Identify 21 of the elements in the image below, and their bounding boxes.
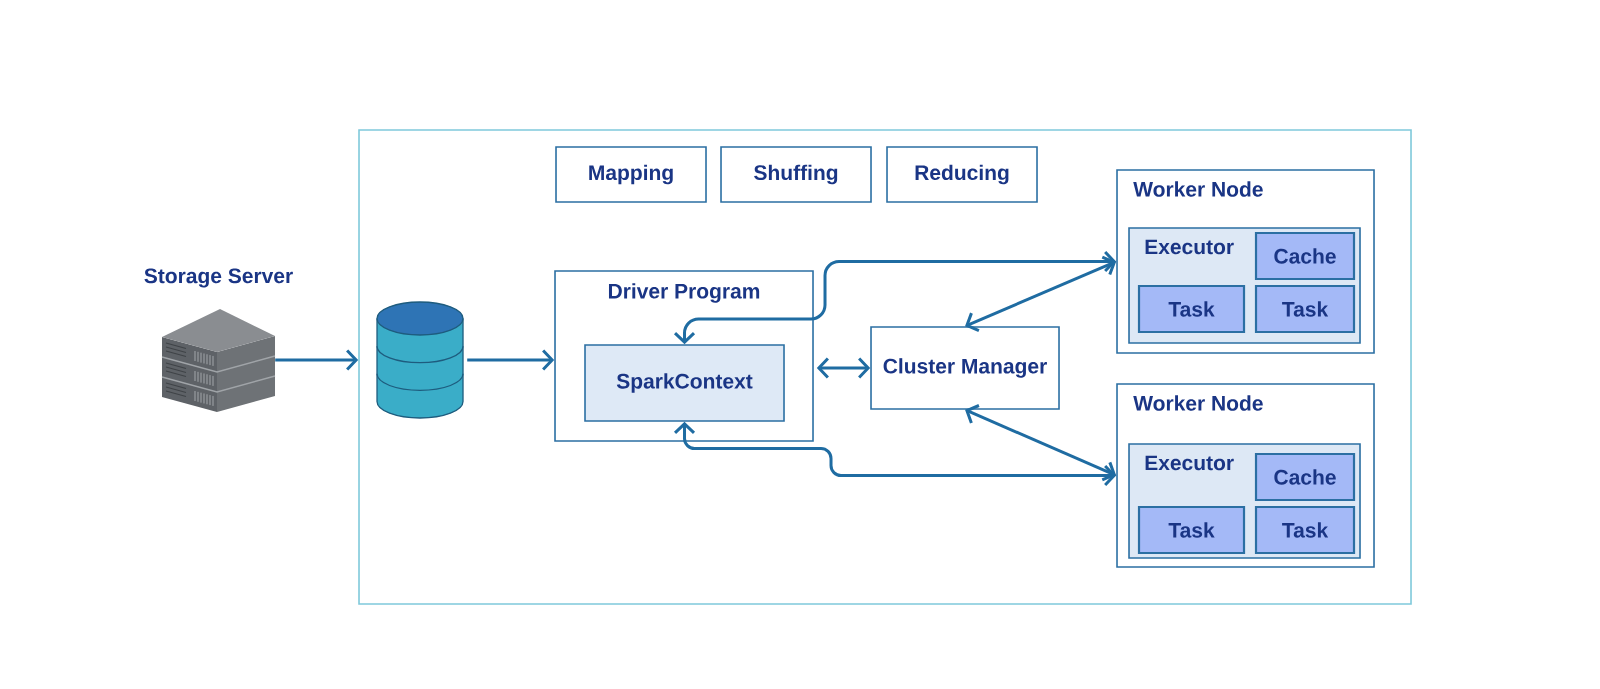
process-box: Mapping — [555, 146, 707, 203]
double-arrow — [673, 250, 1117, 345]
process-box: Cluster Manager — [870, 326, 1060, 410]
double-arrow — [816, 357, 871, 379]
double-arrow — [673, 421, 1117, 487]
process-box: Cache — [1254, 452, 1356, 502]
process-box: SparkContext — [584, 344, 785, 422]
process-box: Task — [1254, 505, 1356, 555]
arrow — [467, 349, 555, 371]
process-box: Shuffing — [720, 146, 872, 203]
process-box: Cache — [1254, 231, 1356, 281]
process-box: Task — [1137, 284, 1246, 334]
arrow — [275, 349, 359, 371]
process-box: Task — [1137, 505, 1246, 555]
picture-label: Storage Server — [144, 268, 293, 288]
process-box: Reducing — [886, 146, 1038, 203]
double-arrow — [965, 404, 1117, 482]
double-arrow — [965, 255, 1117, 332]
database-cylinder — [376, 301, 464, 419]
process-box: Task — [1254, 284, 1356, 334]
outer-frame — [358, 129, 1412, 605]
